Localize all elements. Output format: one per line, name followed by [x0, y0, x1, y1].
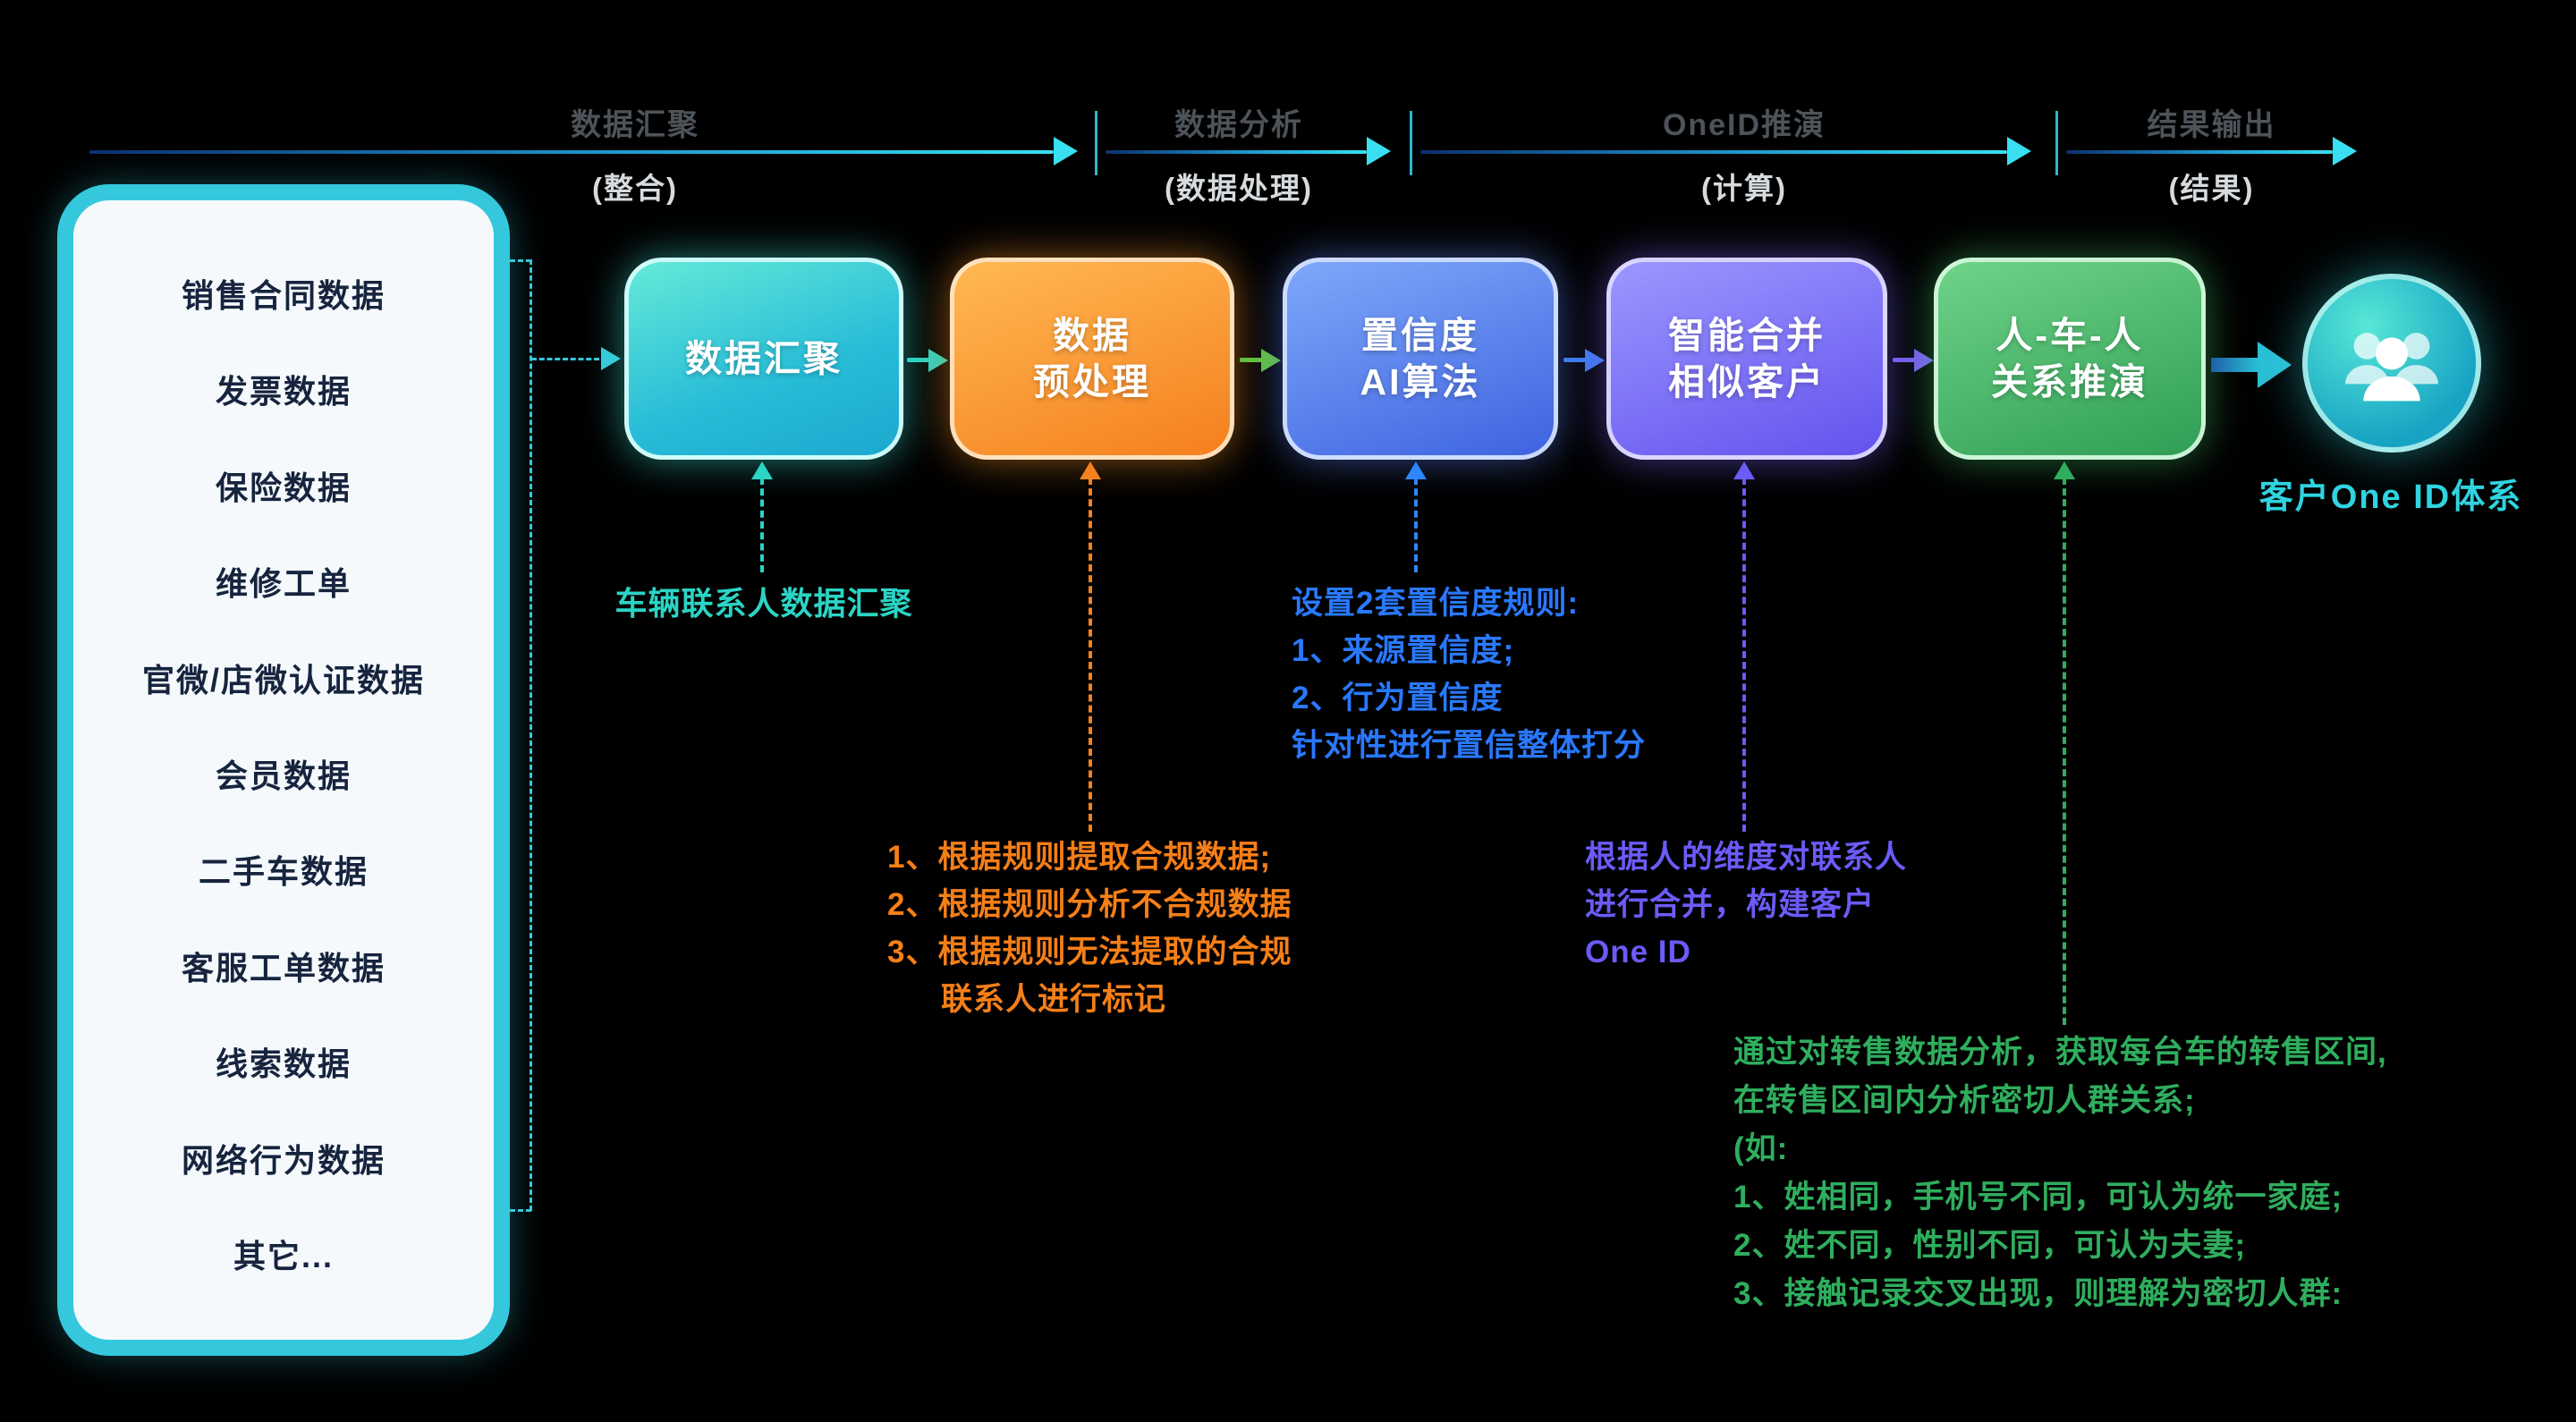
annotation-dash-line: [1089, 478, 1092, 832]
timeline-arrowhead-icon: [1367, 137, 1391, 165]
phase-sublabel-oneid: (计算): [1701, 172, 1787, 205]
annotation-line: 进行合并，构建客户: [1585, 887, 1876, 922]
annotation-line: (如:: [1733, 1131, 1789, 1166]
source-item: 网络行为数据: [181, 1141, 386, 1179]
source-item: 会员数据: [215, 757, 352, 794]
step-label: 置信度: [1361, 314, 1479, 356]
result-arrow: [2211, 358, 2258, 372]
annotation-step2: 1、根据规则提取合规数据; 2、根据规则分析不合规数据 3、根据规则无法提取的合…: [887, 834, 1292, 1023]
annotation-arrowhead-icon: [1733, 461, 1755, 479]
step-label: 数据汇聚: [685, 337, 843, 379]
phase-label-output: 结果输出: [2147, 108, 2276, 142]
panel-to-step1-arrow: [531, 358, 599, 360]
step-box-person-car-person: 人-车-人 关系推演: [1934, 258, 2206, 460]
flow-arrowhead-icon: [928, 349, 948, 372]
panel-connector-top: [510, 259, 531, 262]
annotation-step5: 通过对转售数据分析，获取每台车的转售区间, 在转售区间内分析密切人群关系; (如…: [1733, 1028, 2387, 1318]
panel-connector-vertical: [530, 259, 532, 1211]
phase-sublabel-output: (结果): [2168, 172, 2255, 205]
annotation-dash-line: [760, 478, 764, 572]
source-item: 客服工单数据: [181, 949, 386, 986]
flow-connector: [1563, 358, 1587, 362]
step-box-confidence-ai: 置信度 AI算法: [1283, 258, 1558, 460]
annotation-line: One ID: [1585, 935, 1691, 969]
source-item: 线索数据: [215, 1045, 352, 1083]
panel-connector-bottom: [510, 1209, 531, 1212]
annotation-line: 联系人进行标记: [941, 982, 1167, 1017]
annotation-line: 2、行为置信度: [1292, 681, 1504, 715]
step-label: 数据: [1053, 314, 1131, 356]
step-box-preprocessing: 数据 预处理: [950, 258, 1234, 460]
annotation-arrowhead-icon: [1080, 461, 1101, 479]
annotation-dash-line: [1414, 478, 1418, 572]
annotation-line: 在转售区间内分析密切人群关系;: [1733, 1083, 2196, 1118]
annotation-step3: 设置2套置信度规则: 1、来源置信度; 2、行为置信度 针对性进行置信整体打分: [1292, 580, 1646, 769]
data-sources-panel: 销售合同数据 发票数据 保险数据 维修工单 官微/店微认证数据 会员数据 二手车…: [57, 184, 510, 1356]
phase-sublabel-analysis: (数据处理): [1165, 172, 1313, 205]
timeline-line-4: [2066, 150, 2333, 154]
annotation-line: 2、根据规则分析不合规数据: [887, 887, 1292, 922]
panel-arrowhead-icon: [601, 347, 621, 370]
phase-label-analysis: 数据分析: [1174, 108, 1303, 142]
annotation-arrowhead-icon: [1405, 461, 1427, 479]
phase-label-oneid: OneID推演: [1662, 108, 1826, 142]
flow-connector: [1893, 358, 1916, 362]
source-item: 维修工单: [215, 565, 352, 603]
flow-arrowhead-icon: [1585, 349, 1605, 372]
step-label: AI算法: [1360, 361, 1481, 402]
annotation-dash-line: [1742, 478, 1746, 832]
annotation-arrowhead-icon: [2054, 461, 2075, 479]
timeline-arrowhead-icon: [2333, 137, 2357, 165]
step-label: 智能合并: [1668, 314, 1826, 356]
source-item: 保险数据: [215, 469, 352, 506]
annotation-line: 通过对转售数据分析，获取每台车的转售区间,: [1733, 1035, 2387, 1070]
annotation-line: 3、根据规则无法提取的合规: [887, 935, 1292, 969]
flow-connector: [907, 358, 930, 362]
annotation-line: 1、来源置信度;: [1292, 633, 1515, 668]
result-arrowhead-icon: [2258, 342, 2292, 388]
result-title: 客户One ID体系: [2258, 478, 2523, 516]
timeline-line-3: [1420, 150, 2007, 154]
step-box-aggregation: 数据汇聚: [624, 258, 903, 460]
annotation-line: 3、接触记录交叉出现，则理解为密切人群:: [1733, 1276, 2343, 1311]
oneid-icon-badge: [2302, 274, 2481, 453]
annotation-dash-line: [2063, 478, 2066, 1025]
source-item: 官微/店微认证数据: [141, 661, 425, 698]
users-group-icon: [2345, 333, 2438, 402]
annotation-step4: 根据人的维度对联系人 进行合并，构建客户 One ID: [1585, 834, 1907, 976]
timeline-arrowhead-icon: [1054, 137, 1078, 165]
annotation-line: 根据人的维度对联系人: [1585, 840, 1908, 875]
annotation-line: 1、根据规则提取合规数据;: [887, 840, 1272, 875]
source-item: 其它...: [233, 1237, 334, 1274]
annotation-line: 2、姓不同，性别不同，可认为夫妻;: [1733, 1228, 2247, 1263]
step-label: 预处理: [1033, 361, 1151, 402]
phase-divider: [1095, 111, 1097, 175]
source-item: 发票数据: [215, 373, 352, 411]
step-label: 相似客户: [1668, 361, 1826, 402]
phase-divider: [1410, 111, 1412, 175]
phase-divider: [2055, 111, 2058, 175]
annotation-line: 针对性进行置信整体打分: [1292, 728, 1647, 763]
flow-arrowhead-icon: [1914, 349, 1934, 372]
annotation-line: 设置2套置信度规则:: [1292, 586, 1580, 621]
timeline-arrowhead-icon: [2007, 137, 2031, 165]
step-label: 关系推演: [1991, 361, 2148, 402]
timeline-line-1: [89, 150, 1054, 154]
flow-connector: [1240, 358, 1263, 362]
step-box-smart-merge: 智能合并 相似客户: [1606, 258, 1887, 460]
annotation-line: 1、姓相同，手机号不同，可认为统一家庭;: [1733, 1180, 2343, 1215]
source-item: 二手车数据: [198, 853, 369, 891]
phase-label-aggregation: 数据汇聚: [571, 108, 699, 142]
annotation-line: 车辆联系人数据汇聚: [614, 585, 913, 622]
flow-arrowhead-icon: [1261, 349, 1281, 372]
phase-sublabel-aggregation: (整合): [592, 172, 678, 205]
annotation-arrowhead-icon: [751, 461, 773, 479]
timeline-line-2: [1106, 150, 1367, 154]
annotation-step1: 车辆联系人数据汇聚: [589, 580, 938, 627]
source-item: 销售合同数据: [181, 277, 386, 314]
data-sources-list: 销售合同数据 发票数据 保险数据 维修工单 官微/店微认证数据 会员数据 二手车…: [73, 200, 494, 1340]
step-label: 人-车-人: [1996, 314, 2144, 356]
